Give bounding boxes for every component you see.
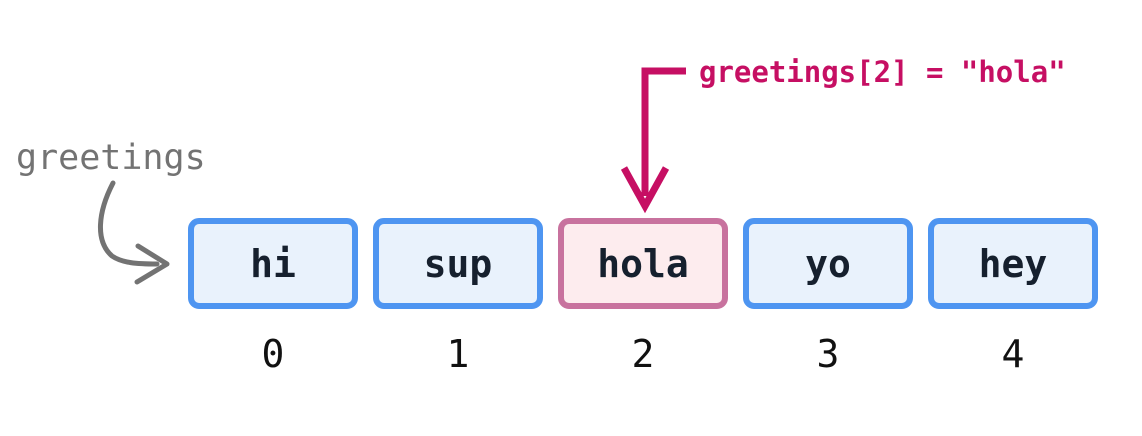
- annotation-elbow-arrow-icon: [620, 67, 686, 214]
- array-cell-4: hey: [928, 218, 1098, 309]
- assignment-annotation-label: greetings[2] = "hola": [699, 55, 1066, 89]
- variable-name-label: greetings: [16, 138, 206, 178]
- index-label-2: 2: [631, 332, 655, 376]
- array-cell-2-highlighted: hola: [558, 218, 728, 309]
- index-label-0: 0: [261, 332, 285, 376]
- array-cell-1: sup: [373, 218, 543, 309]
- array-cell-0: hi: [188, 218, 358, 309]
- array-index-row: 0 1 2 3 4: [188, 330, 1098, 378]
- index-label-3: 3: [816, 332, 840, 376]
- index-label-4: 4: [1001, 332, 1025, 376]
- greetings-pointer-curved-arrow-icon: [98, 180, 170, 285]
- index-label-1: 1: [446, 332, 470, 376]
- array-cells-row: hi sup hola yo hey: [188, 218, 1098, 309]
- array-cell-3: yo: [743, 218, 913, 309]
